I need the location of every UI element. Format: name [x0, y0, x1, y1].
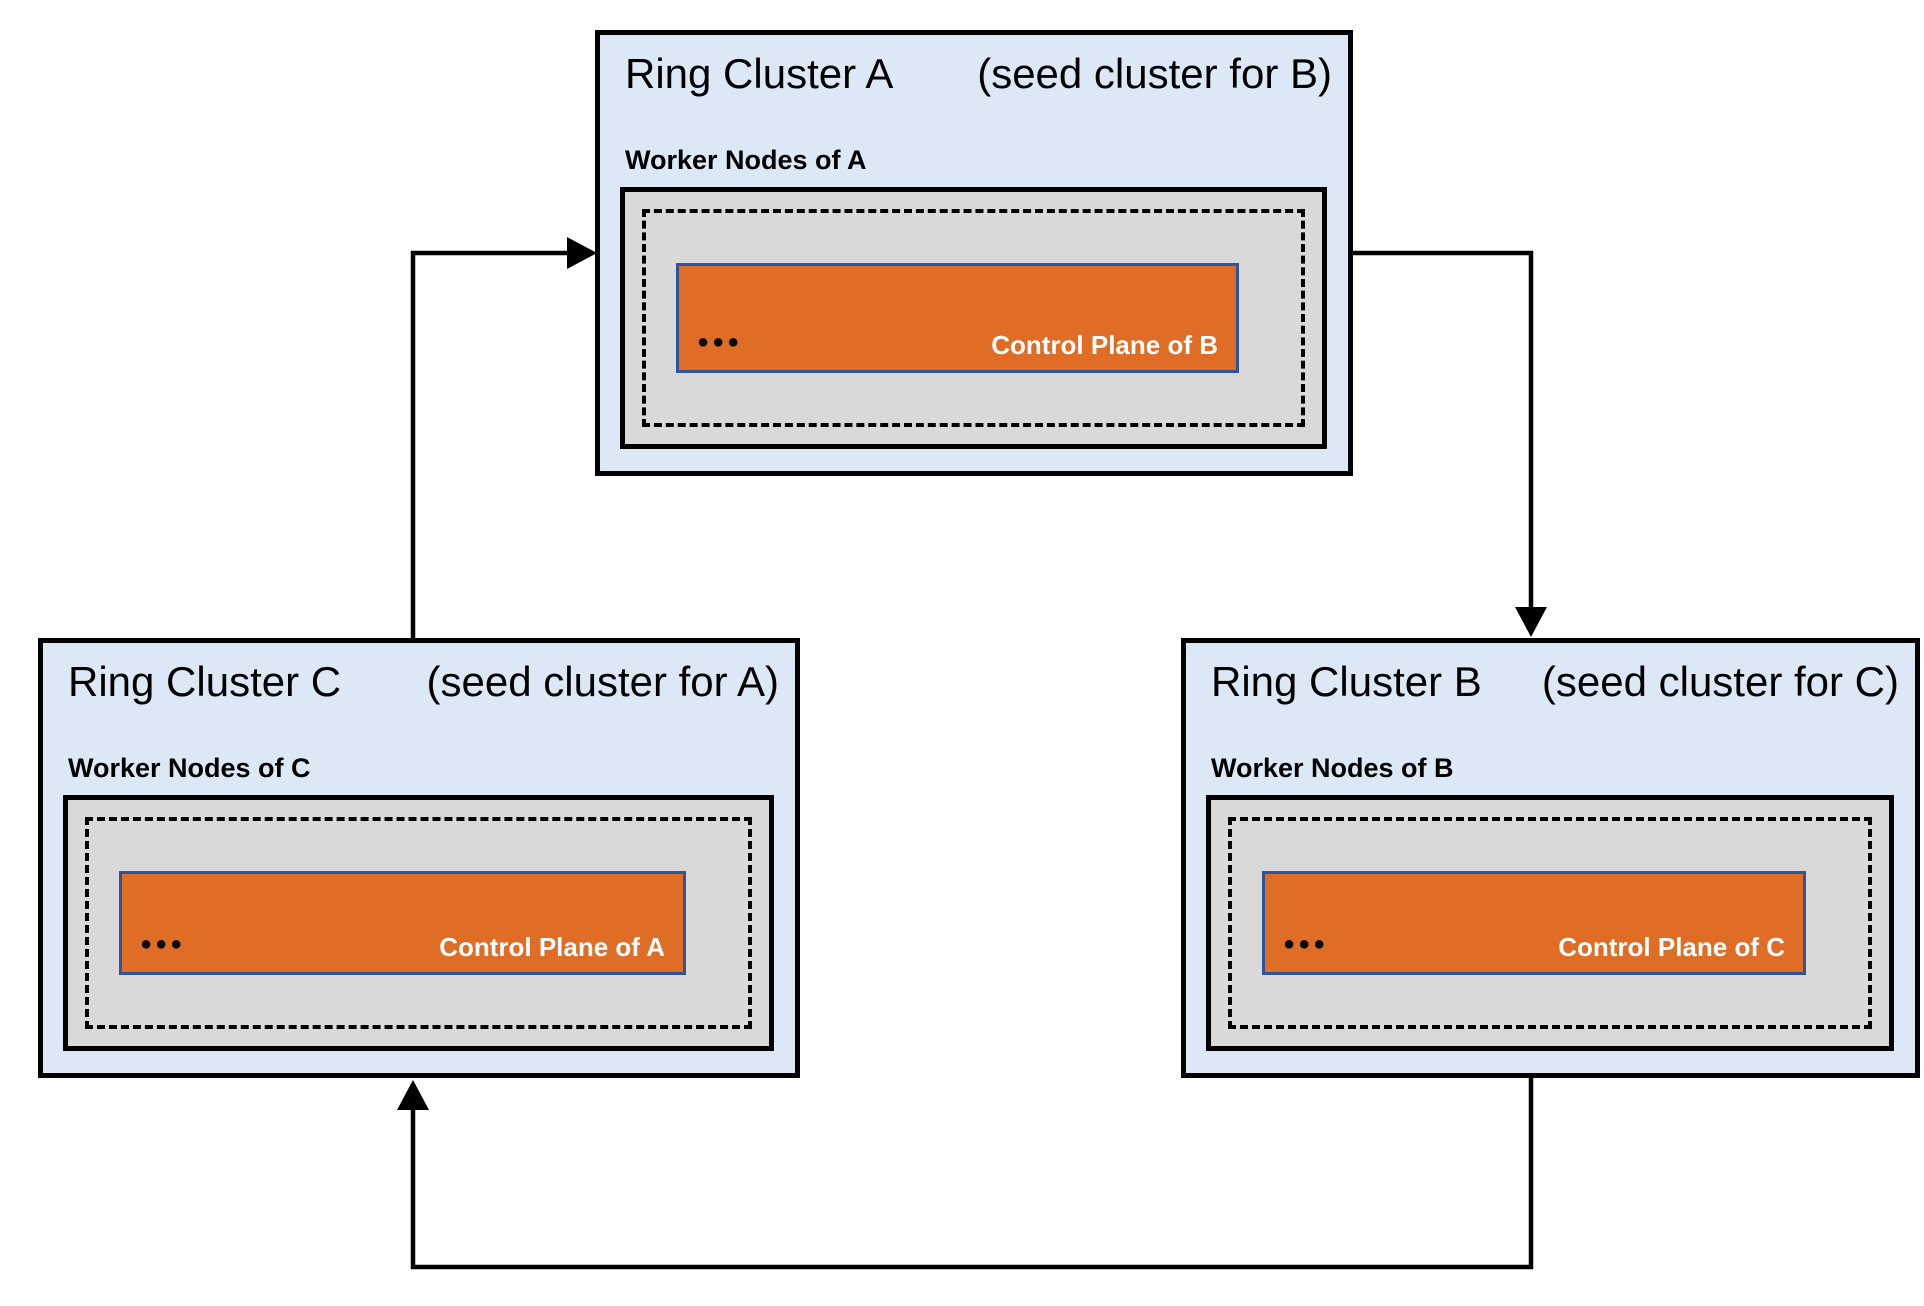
cluster-a-title-row: Ring Cluster A (seed cluster for B): [625, 50, 1332, 97]
cluster-a-control-plane-label: Control Plane of B: [991, 329, 1218, 360]
cluster-box-b: Ring Cluster B (seed cluster for C) Work…: [1181, 638, 1920, 1078]
cluster-c-title: Ring Cluster C: [68, 658, 342, 705]
cluster-c-title-row: Ring Cluster C (seed cluster for A): [68, 658, 779, 705]
cluster-box-c: Ring Cluster C (seed cluster for A) Work…: [38, 638, 800, 1078]
cluster-a-worker-node-area: ●●● Control Plane of B: [620, 187, 1327, 449]
cluster-a-subtitle: (seed cluster for B): [977, 50, 1332, 97]
cluster-c-subtitle: (seed cluster for A): [426, 658, 779, 705]
cluster-b-subtitle: (seed cluster for C): [1541, 658, 1899, 705]
cluster-a-worker-label: Worker Nodes of A: [625, 145, 867, 175]
ellipsis-icon: ●●●: [140, 933, 186, 955]
cluster-c-dashed-boundary: ●●● Control Plane of A: [85, 817, 752, 1029]
cluster-c-control-plane-label: Control Plane of A: [439, 931, 665, 962]
cluster-b-dashed-boundary: ●●● Control Plane of C: [1228, 817, 1872, 1029]
ellipsis-icon: ●●●: [1283, 933, 1329, 955]
cluster-a-title: Ring Cluster A: [625, 50, 894, 97]
cluster-b-hosted-control-plane: ●●● Control Plane of C: [1262, 871, 1806, 975]
cluster-c-worker-node-area: ●●● Control Plane of A: [63, 795, 774, 1051]
cluster-b-worker-node-area: ●●● Control Plane of C: [1206, 795, 1894, 1051]
cluster-b-worker-label: Worker Nodes of B: [1211, 753, 1454, 783]
cluster-b-title-row: Ring Cluster B (seed cluster for C): [1211, 658, 1899, 705]
cluster-a-hosted-control-plane: ●●● Control Plane of B: [676, 263, 1239, 373]
cluster-b-control-plane-label: Control Plane of C: [1558, 931, 1785, 962]
arrow-c-to-a: [410, 237, 597, 638]
cluster-c-hosted-control-plane: ●●● Control Plane of A: [119, 871, 686, 975]
cluster-box-a: Ring Cluster A (seed cluster for B) Work…: [595, 30, 1353, 476]
arrow-b-to-c: [397, 1078, 1534, 1270]
arrow-a-to-b: [1353, 250, 1547, 637]
cluster-c-worker-label: Worker Nodes of C: [68, 753, 311, 783]
cluster-b-title: Ring Cluster B: [1211, 658, 1482, 705]
ellipsis-icon: ●●●: [697, 331, 743, 353]
cluster-a-dashed-boundary: ●●● Control Plane of B: [642, 209, 1305, 427]
